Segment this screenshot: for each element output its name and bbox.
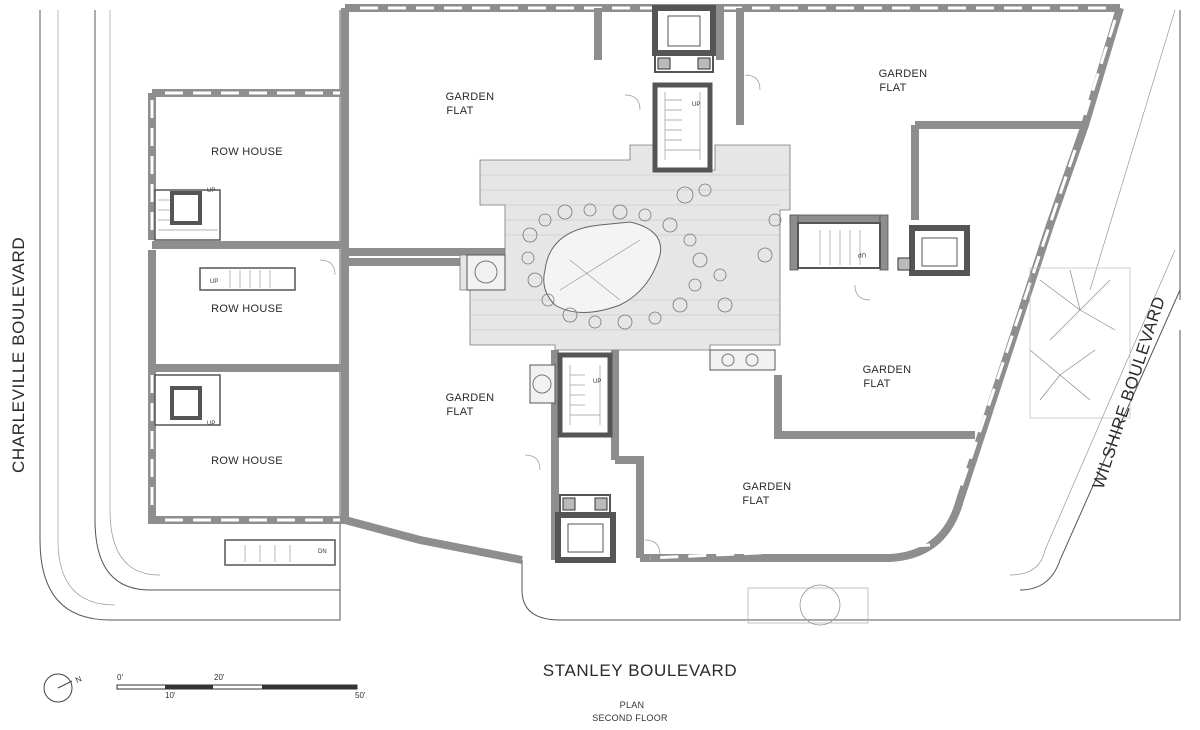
site-sidewalk	[39, 9, 1181, 621]
scale-label-0: 0'	[117, 673, 123, 682]
street-stanley: STANLEY BOULEVARD	[543, 661, 737, 680]
door-swings	[319, 74, 871, 556]
caption-plan: PLAN	[620, 700, 645, 710]
room-label-row-house-3: ROW HOUSE	[211, 455, 283, 467]
room-label-garden-flat-nw: GARDEN	[446, 91, 495, 103]
caption-floor: SECOND FLOOR	[592, 713, 668, 723]
room-labels: GARDEN FLAT GARDEN FLAT GARDEN FLAT GARD…	[211, 68, 927, 507]
circulation-cores	[154, 5, 970, 566]
room-label-garden-flat-nw-2: FLAT	[446, 105, 473, 117]
drawing-caption: PLAN SECOND FLOOR	[592, 700, 668, 723]
room-label-garden-flat-ne-2: FLAT	[879, 82, 906, 94]
street-charleville: CHARLEVILLE BOULEVARD	[9, 237, 28, 473]
room-label-garden-flat-se: GARDEN	[743, 481, 792, 493]
stair-up-mark: UP	[207, 188, 215, 194]
scale-label-10: 10'	[165, 691, 176, 700]
stair-dn-mark: DN	[318, 549, 327, 555]
room-label-row-house-1: ROW HOUSE	[211, 146, 283, 158]
scale-label-20: 20'	[214, 673, 225, 682]
stair-marks: UP UP UP UP UP UP DN	[207, 102, 866, 555]
building-envelope	[148, 4, 1124, 564]
room-label-garden-flat-w-2: FLAT	[446, 406, 473, 418]
courtyard	[459, 144, 791, 404]
room-label-garden-flat-e-2: FLAT	[863, 378, 890, 390]
stair-up-mark: UP	[593, 379, 601, 385]
stair-up-mark: UP	[858, 251, 866, 257]
scale-bar: 0' 20' 10' 50'	[116, 673, 366, 700]
north-arrow: N	[43, 673, 83, 703]
room-label-garden-flat-w: GARDEN	[446, 392, 495, 404]
stair-up-mark: UP	[210, 279, 218, 285]
north-arrow-label: N	[74, 674, 83, 685]
room-label-garden-flat-e: GARDEN	[863, 364, 912, 376]
room-label-garden-flat-ne: GARDEN	[879, 68, 928, 80]
scale-label-50: 50'	[355, 691, 366, 700]
street-wilshire: WILSHIRE BOULEVARD	[1089, 294, 1169, 491]
stair-up-mark: UP	[692, 102, 700, 108]
room-label-row-house-2: ROW HOUSE	[211, 303, 283, 315]
palm-trees	[747, 267, 1131, 626]
stair-up-mark: UP	[207, 421, 215, 427]
room-label-garden-flat-se-2: FLAT	[742, 495, 769, 507]
